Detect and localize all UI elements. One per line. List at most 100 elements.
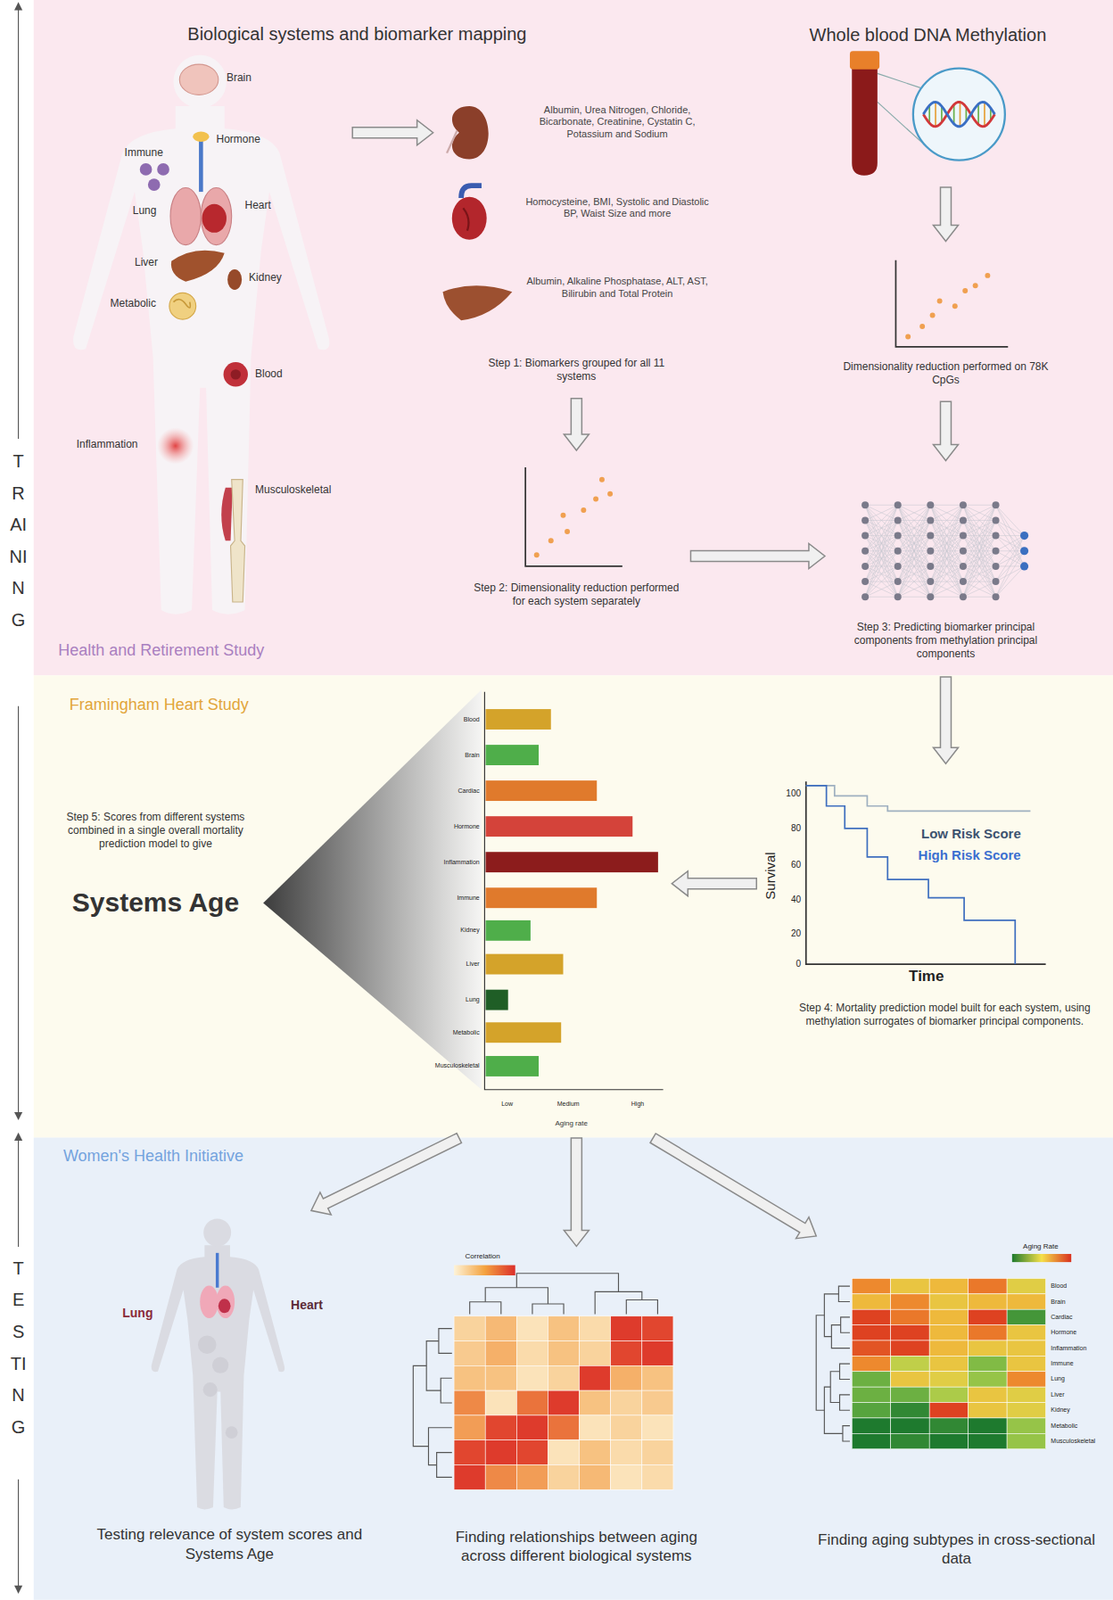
heatmap-cell	[1006, 1433, 1046, 1449]
network-unit	[959, 501, 967, 509]
aorta-shape	[461, 185, 482, 198]
heatmap-cell	[929, 1277, 968, 1294]
network-link	[930, 504, 964, 520]
heatmap-cell	[642, 1415, 674, 1441]
text-slot: Step 1: Biomarkers grouped for all 11 sy…	[474, 356, 679, 384]
network-unit	[861, 547, 869, 555]
network-link	[963, 504, 997, 582]
heatmap-cell	[1006, 1309, 1046, 1325]
network-link	[898, 504, 932, 520]
network-link	[996, 535, 1025, 552]
heatmap-cell	[890, 1294, 930, 1310]
heatmap-row-label: Blood	[1050, 1282, 1067, 1290]
network-unit	[926, 577, 934, 586]
dendrogram-link	[485, 1287, 548, 1304]
intestine-line	[173, 299, 190, 308]
label-slot: Kidney	[460, 926, 479, 934]
network-link	[865, 519, 899, 597]
organ-label: Liver	[134, 255, 158, 270]
organ-label: Metabolic	[110, 296, 157, 311]
heatmap-cell	[890, 1325, 930, 1341]
organ-label: Kidney	[248, 271, 282, 285]
network-link	[930, 504, 964, 582]
network-link	[996, 504, 1025, 536]
network-link	[930, 566, 964, 597]
lung-organ	[170, 187, 201, 245]
liver-icon	[442, 285, 512, 321]
bar-category-label: Cardiac	[458, 786, 480, 794]
network-link	[930, 504, 964, 536]
scatter-point	[930, 313, 936, 319]
network-link	[930, 504, 964, 567]
network-link	[865, 504, 899, 551]
network-link	[865, 551, 899, 597]
organ-label: Hormone	[216, 132, 261, 147]
dna-strand	[923, 102, 995, 127]
text-slot: Lung	[132, 204, 157, 218]
heatmap-cell	[642, 1341, 674, 1367]
network-unit	[992, 516, 1000, 524]
heatmap-cell	[610, 1316, 643, 1342]
network-link	[865, 504, 899, 582]
network-unit	[894, 547, 902, 555]
text-slot: Step 3: Predicting biomarker principal c…	[828, 620, 1064, 661]
heatmap-cell	[642, 1464, 674, 1490]
dendrogram-link	[830, 1371, 840, 1403]
axis-tick-label: 100	[785, 788, 801, 800]
body-head	[203, 1218, 231, 1246]
heatmap-cell	[642, 1316, 674, 1342]
heatmap-cell	[929, 1294, 968, 1310]
text-slot: Heart	[245, 198, 272, 213]
network-link	[930, 551, 964, 597]
panel-heading: Whole blood DNA Methylation	[798, 24, 1059, 47]
network-link	[930, 519, 964, 597]
text-slot: Homocysteine, BMI, Systolic and Diastoli…	[519, 196, 714, 222]
heatmap-cell	[642, 1390, 674, 1416]
axis-tick-label: 20	[791, 928, 801, 940]
organ-label: Brain	[226, 71, 252, 85]
band-title: Framingham Heart Study	[69, 694, 249, 716]
network-link	[898, 551, 932, 597]
block-arrow	[650, 1133, 817, 1239]
study-band: Health and Retirement StudyBrainHormoneI…	[33, 0, 1113, 676]
network-link	[996, 535, 1025, 552]
network-unit	[992, 532, 1000, 540]
network-link	[963, 504, 997, 536]
network-unit	[861, 501, 869, 509]
network-link	[898, 504, 932, 597]
scatter-plot-panel: Dimensionality reduction performed on 78…	[838, 245, 1056, 399]
biomarker-list: Albumin, Urea Nitrogen, Chloride, Bicarb…	[519, 104, 714, 141]
heatmap-cell	[642, 1365, 674, 1391]
network-link	[865, 519, 899, 597]
body-head	[173, 55, 226, 108]
heatmap-cell	[516, 1316, 548, 1342]
heatmap-cell	[851, 1418, 891, 1434]
heatmap-cell	[453, 1390, 486, 1416]
heatmap-cell	[1006, 1371, 1046, 1387]
heatmap-cell	[968, 1386, 1007, 1402]
network-link	[963, 596, 997, 598]
heatmap-cell	[968, 1371, 1007, 1387]
blood-cell	[223, 362, 248, 387]
heatmap-cell	[579, 1365, 611, 1391]
network-unit	[959, 577, 967, 586]
step-caption: Step 5: Scores from different systems co…	[50, 810, 261, 851]
legend-gradient	[453, 1265, 516, 1276]
label-slot: Metabolic	[453, 1029, 480, 1037]
dendrogram-link	[428, 1427, 452, 1466]
body-silhouette	[73, 55, 330, 615]
label-slot: Lung	[465, 996, 480, 1004]
bracket-line	[17, 1479, 19, 1588]
organ-label: Heart	[290, 1297, 323, 1314]
heatmap-cell	[547, 1341, 579, 1367]
step-caption: Step 1: Biomarkers grouped for all 11 sy…	[474, 356, 679, 384]
survival-plot-panel: Step 4: Mortality prediction model built…	[759, 766, 1111, 1058]
heart-organ	[218, 1298, 231, 1313]
network-link	[930, 581, 964, 597]
label-slot: High Risk Score	[918, 847, 1022, 864]
inflammation-glow	[156, 427, 194, 464]
heatmap-cell	[929, 1355, 968, 1371]
text-slot: Immune	[124, 146, 164, 160]
kidney-organ	[227, 269, 242, 290]
label-slot: TESTING	[9, 1253, 28, 1444]
